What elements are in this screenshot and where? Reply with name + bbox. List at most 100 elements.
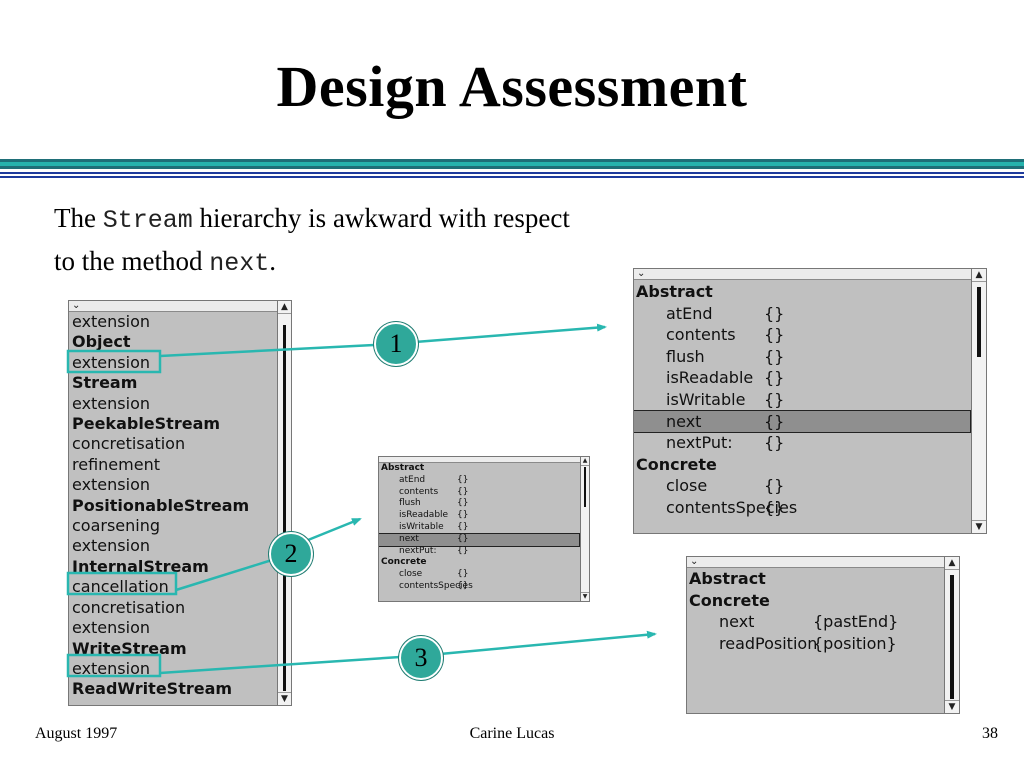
- list-item-label: PeekableStream: [72, 414, 221, 434]
- scroll-up-arrow-icon[interactable]: ▲: [278, 301, 291, 314]
- intro-text-part: .: [269, 246, 276, 276]
- intro-code-stream: Stream: [102, 206, 193, 235]
- scroll-down-arrow-icon[interactable]: ▼: [278, 692, 291, 705]
- method-label: contentsSpecies: [666, 497, 798, 517]
- method-annotation: {}: [764, 303, 785, 323]
- method-item[interactable]: flush{}: [379, 498, 579, 510]
- method-item[interactable]: isWritable{}: [379, 522, 579, 534]
- relation-list-item[interactable]: extension: [72, 659, 277, 679]
- method-item[interactable]: isReadable{}: [379, 510, 579, 522]
- method-label: isWritable: [399, 521, 444, 532]
- method-item[interactable]: readPosition{position}: [687, 633, 943, 655]
- relation-list-item[interactable]: cancellation: [72, 577, 277, 597]
- method-item[interactable]: isReadable{}: [634, 367, 970, 389]
- callout-2: 2: [269, 532, 313, 576]
- relation-list-item[interactable]: extension: [72, 475, 277, 495]
- method-label: isWritable: [666, 389, 746, 409]
- class-list-item[interactable]: Stream: [72, 373, 277, 393]
- chevron-down-icon[interactable]: ⌄: [637, 268, 646, 279]
- category-header[interactable]: Abstract: [687, 568, 943, 590]
- vertical-scrollbar[interactable]: ▲ ▼: [944, 557, 959, 713]
- method-item[interactable]: close{}: [634, 475, 970, 497]
- method-label: close: [399, 569, 423, 580]
- method-label: isReadable: [399, 510, 449, 521]
- connector-arrow-3: [439, 630, 657, 656]
- callout-1: 1: [374, 322, 418, 366]
- category-header[interactable]: Abstract: [379, 463, 579, 475]
- method-item[interactable]: flush{}: [634, 346, 970, 368]
- method-item[interactable]: contents{}: [379, 487, 579, 499]
- scroll-down-arrow-icon[interactable]: ▼: [945, 700, 959, 713]
- method-item[interactable]: nextPut:{}: [634, 432, 970, 454]
- method-item[interactable]: atEnd {}: [634, 303, 970, 325]
- scroll-up-arrow-icon[interactable]: ▲: [581, 457, 589, 466]
- method-annotation: {}: [457, 486, 469, 497]
- relation-list-item[interactable]: extension: [72, 536, 277, 556]
- chevron-down-icon[interactable]: ⌄: [72, 300, 81, 311]
- method-label: atEnd: [666, 303, 713, 323]
- method-item-selected[interactable]: next{}: [634, 409, 971, 434]
- class-list-item[interactable]: InternalStream: [72, 557, 277, 577]
- relation-list-item[interactable]: concretisation: [72, 598, 277, 618]
- scrollbar-thumb[interactable]: [283, 325, 286, 691]
- relation-list-item[interactable]: coarsening: [72, 516, 277, 536]
- list-item-label: extension: [72, 312, 150, 331]
- list-item-label: extension: [72, 536, 150, 556]
- relation-list-item[interactable]: extension: [72, 394, 277, 414]
- highlight-box-3: [66, 653, 162, 678]
- relation-list-item[interactable]: extension: [72, 312, 277, 332]
- vertical-scrollbar[interactable]: ▲ ▼: [580, 457, 589, 601]
- vertical-scrollbar[interactable]: ▲ ▼: [971, 269, 986, 533]
- class-list-item[interactable]: WriteStream: [72, 639, 277, 659]
- scrollbar-thumb[interactable]: [950, 575, 954, 699]
- method-item[interactable]: contents {}: [634, 324, 970, 346]
- scroll-down-arrow-icon[interactable]: ▼: [972, 520, 986, 533]
- highlight-box-1: [66, 349, 162, 374]
- scroll-up-arrow-icon[interactable]: ▲: [972, 269, 986, 282]
- class-list-item[interactable]: PositionableStream: [72, 496, 277, 516]
- method-item[interactable]: close{}: [379, 569, 579, 581]
- method-item[interactable]: atEnd{}: [379, 475, 579, 487]
- scroll-down-arrow-icon[interactable]: ▼: [581, 592, 589, 600]
- connector-arrow-1: [414, 323, 607, 344]
- category-header[interactable]: Abstract: [634, 281, 970, 303]
- relation-list-item[interactable]: extension: [72, 353, 277, 373]
- method-item[interactable]: nextPut:{}: [379, 546, 579, 558]
- callout-3: 3: [399, 636, 443, 680]
- relation-list-item[interactable]: extension: [72, 618, 277, 638]
- method-item[interactable]: isWritable{}: [634, 389, 970, 411]
- list-item-label: coarsening: [72, 516, 161, 536]
- category-header[interactable]: Concrete: [379, 557, 579, 569]
- method-item[interactable]: contentsSpecies{}: [379, 581, 579, 593]
- method-label: Abstract: [636, 282, 713, 301]
- panel-header: ⌄: [69, 301, 291, 312]
- relation-list-item[interactable]: refinement: [72, 455, 277, 475]
- category-header[interactable]: Concrete: [687, 590, 943, 612]
- method-label: readPosition: [719, 633, 818, 653]
- relation-list-item[interactable]: concretisation: [72, 434, 277, 454]
- method-item[interactable]: next{pastEnd}: [687, 611, 943, 633]
- method-item[interactable]: contentsSpecies{}: [634, 497, 970, 519]
- scrollbar-thumb[interactable]: [977, 287, 981, 357]
- chevron-down-icon[interactable]: ⌄: [690, 556, 699, 567]
- method-item-selected[interactable]: next{}: [379, 532, 580, 547]
- method-label: contents: [666, 325, 736, 345]
- vertical-scrollbar[interactable]: ▲ ▼: [277, 301, 291, 705]
- scrollbar-thumb[interactable]: [584, 467, 586, 507]
- category-header[interactable]: Concrete: [634, 454, 970, 476]
- method-annotation: {}: [764, 368, 785, 388]
- class-list-item[interactable]: Object: [72, 332, 277, 352]
- method-annotation: {}: [764, 325, 785, 345]
- class-list-item[interactable]: ReadWriteStream: [72, 679, 277, 699]
- class-list-item[interactable]: PeekableStream: [72, 414, 277, 434]
- scroll-up-arrow-icon[interactable]: ▲: [945, 557, 959, 570]
- footer-page-number: 38: [982, 725, 998, 742]
- slide-title: Design Assessment: [276, 54, 748, 119]
